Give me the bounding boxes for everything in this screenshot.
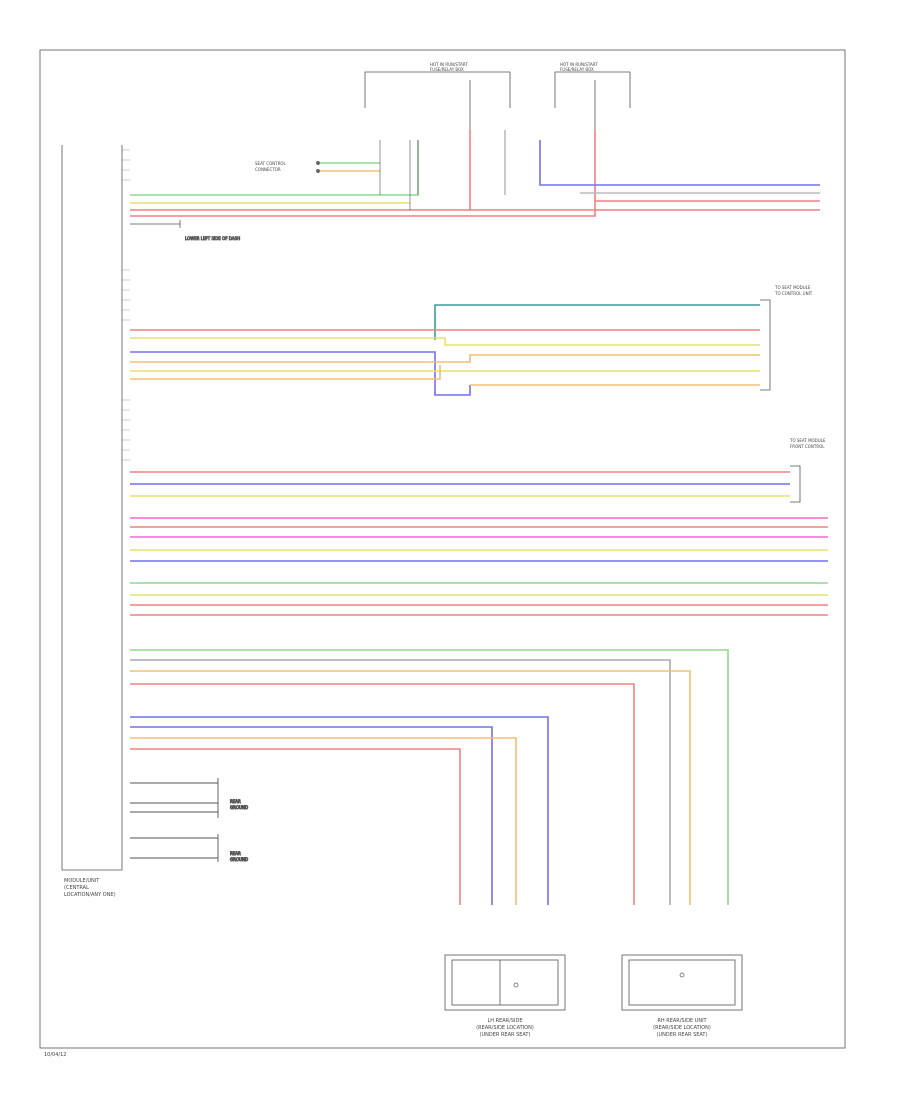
- wire-group-4: [130, 582, 828, 616]
- wire-group-5: [130, 649, 729, 905]
- wire-green-5: [130, 649, 729, 905]
- wire-blue-top: [539, 140, 820, 186]
- bottom-left-module: LH REAR/SIDE (REAR/SIDE LOCATION) (UNDER…: [444, 954, 566, 1038]
- ground-symbol-top: LOWER LEFT SIDE OF DASH: [130, 220, 240, 241]
- bottom-right-module-sub2: (UNDER REAR SEAT): [657, 1032, 708, 1038]
- module-pin-ticks: [122, 149, 130, 461]
- top-conn-1-sub: FUSE/RELAY BOX: [430, 67, 464, 72]
- top-conn-2-sub: FUSE/RELAY BOX: [560, 67, 594, 72]
- ground-a-label: REAR: [230, 799, 241, 804]
- corner-code: 10/04/12: [44, 1052, 66, 1058]
- top-connector-2: HOT IN RUN/START FUSE/RELAY BOX: [554, 62, 631, 130]
- bottom-left-module-sub2: (UNDER REAR SEAT): [480, 1032, 531, 1038]
- wire-red-top-1: [130, 130, 471, 211]
- side-conn-a-label: TO SEAT MODULE: [774, 285, 811, 290]
- bottom-right-module: RH REAR/SIDE UNIT (REAR/SIDE LOCATION) (…: [621, 954, 743, 1038]
- wire-gray-5: [130, 659, 671, 905]
- wire-blue-6: [130, 716, 549, 905]
- ground-a-sub: GROUND: [230, 805, 248, 810]
- left-note-sub: CONNECTOR: [255, 167, 281, 172]
- top-conn-2-label: HOT IN RUN/START: [560, 62, 598, 67]
- wire-red-6: [130, 748, 461, 905]
- diagram-border: [39, 49, 846, 1049]
- wire-orange-mid: [130, 354, 760, 363]
- ground-stubs: REAR GROUND REAR GROUND: [130, 778, 248, 862]
- bottom-right-module-sub: (REAR/SIDE LOCATION): [653, 1025, 711, 1031]
- wire-group-top: [130, 130, 820, 217]
- main-module-outline: [61, 145, 123, 871]
- wire-group-6: [130, 716, 549, 905]
- bottom-right-module-label: RH REAR/SIDE UNIT: [657, 1018, 707, 1024]
- main-module-label: MODULE/UNIT: [64, 878, 100, 884]
- bottom-left-module-label: LH REAR/SIDE: [487, 1018, 522, 1024]
- wire-group-3: [130, 517, 828, 562]
- top-connector-1: HOT IN RUN/START FUSE/RELAY BOX: [364, 62, 511, 130]
- main-module-sub2: LOCATION/ANY ONE): [64, 892, 116, 898]
- top-conn-1-label: HOT IN RUN/START: [430, 62, 468, 67]
- wire-blue-6b: [130, 726, 493, 905]
- side-connector-mid: TO SEAT MODULE TO CONTROL UNIT: [760, 285, 813, 391]
- switch-block-top: [316, 130, 506, 210]
- main-module-sub: (CENTRAL: [64, 885, 89, 891]
- wire-red-top-3: [130, 130, 596, 217]
- ground-b-sub: GROUND: [230, 857, 248, 862]
- right-conn-mid-sub: FRONT CONTROL: [790, 444, 825, 449]
- wire-orange-mid-2: [130, 365, 441, 380]
- side-connector-mid-2: TO SEAT MODULE FRONT CONTROL: [789, 438, 826, 503]
- wire-orange-5: [130, 670, 691, 905]
- wire-group-mid-2: [130, 471, 790, 497]
- wire-group-mid-1: [130, 304, 760, 396]
- bottom-left-module-sub: (REAR/SIDE LOCATION): [476, 1025, 534, 1031]
- wire-orange-6: [130, 737, 517, 905]
- wire-teal-mid: [434, 304, 760, 340]
- left-note-label: SEAT CONTROL: [255, 161, 287, 166]
- ground-b-label: REAR: [230, 851, 241, 856]
- right-conn-mid-label: TO SEAT MODULE: [789, 438, 826, 443]
- side-conn-b-label: TO CONTROL UNIT: [774, 291, 813, 296]
- ground-note-label: LOWER LEFT SIDE OF DASH: [185, 236, 240, 241]
- wire-yellow-mid-1: [130, 337, 760, 346]
- wire-blue-mid: [130, 351, 471, 396]
- wire-red-5: [130, 683, 635, 905]
